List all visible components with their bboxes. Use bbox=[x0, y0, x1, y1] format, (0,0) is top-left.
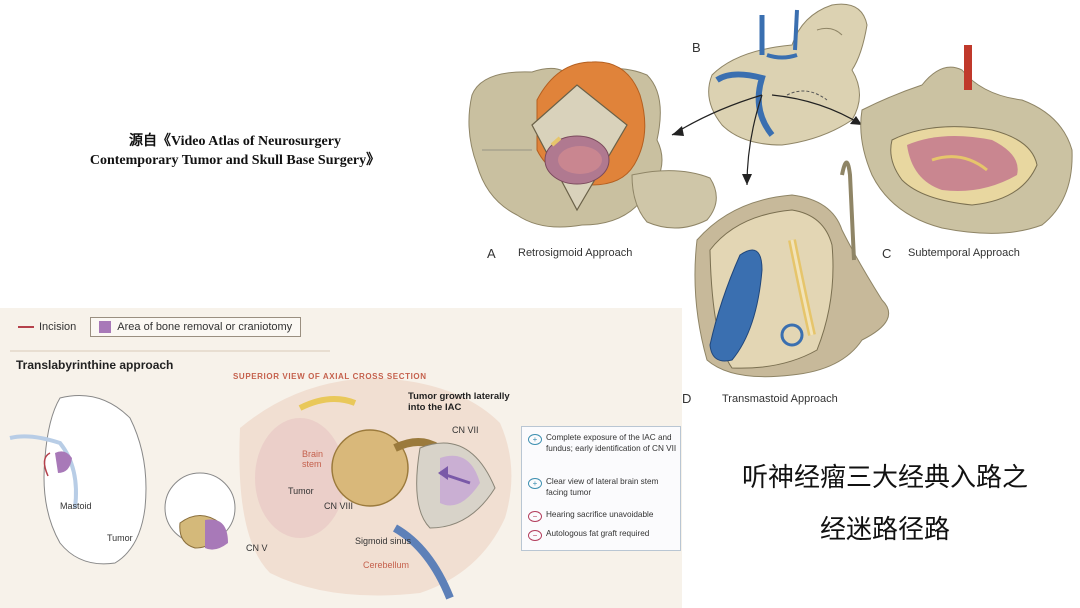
info-item: + Clear view of lateral brain stem facin… bbox=[528, 477, 678, 498]
panel-d-letter: D bbox=[682, 391, 692, 406]
source-citation: 源自《Video Atlas of Neurosurgery Contempor… bbox=[40, 132, 430, 170]
info-item: − Autologous fat graft required bbox=[528, 529, 678, 541]
approach-title: Translabyrinthine approach bbox=[16, 358, 174, 372]
info-item-text: Autologous fat graft required bbox=[546, 529, 650, 538]
label-cn-vii: CN VII bbox=[452, 425, 479, 435]
minus-icon: − bbox=[528, 530, 542, 541]
label-cn-viii: CN VIII bbox=[324, 501, 354, 511]
panel-d-label: Transmastoid Approach bbox=[722, 393, 838, 405]
info-item-text: Complete exposure of the IAC and fundus;… bbox=[546, 433, 677, 453]
approaches-illustration bbox=[468, 3, 1073, 378]
legend-bone-removal: Area of bone removal or craniotomy bbox=[90, 317, 302, 337]
label-cn-v: CN V bbox=[246, 543, 268, 553]
label-cerebellum: Cerebellum bbox=[363, 560, 410, 570]
heading-line-1: 听神经瘤三大经典入路之 bbox=[741, 463, 1028, 493]
panel-c-letter: C bbox=[882, 246, 892, 261]
surgical-approaches-figure: A Retrosigmoid Approach B C Subtemporal … bbox=[462, 0, 1080, 415]
info-item: − Hearing sacrifice unavoidable bbox=[528, 510, 678, 522]
heading-line-2: 经迷路径路 bbox=[819, 515, 950, 545]
panel-b-letter: B bbox=[692, 40, 701, 55]
source-line-2: Contemporary Tumor and Skull Base Surger… bbox=[89, 153, 381, 168]
minus-icon: − bbox=[528, 511, 542, 522]
info-item-text: Hearing sacrifice unavoidable bbox=[546, 510, 654, 519]
panel-c-illustration bbox=[860, 45, 1073, 234]
pros-cons-box: + Complete exposure of the IAC and fundu… bbox=[521, 426, 681, 551]
source-line-1: 源自《Video Atlas of Neurosurgery bbox=[129, 134, 341, 149]
legend-incision-label: Incision bbox=[39, 321, 77, 333]
translabyrinthine-illustration bbox=[9, 350, 512, 600]
legend-bone-removal-label: Area of bone removal or craniotomy bbox=[117, 321, 293, 333]
panel-a-illustration bbox=[468, 61, 717, 229]
info-item: + Complete exposure of the IAC and fundu… bbox=[528, 433, 678, 454]
label-tumor-growth: Tumor growth laterally into the IAC bbox=[408, 391, 510, 413]
panel-b-illustration bbox=[671, 3, 868, 186]
label-mastoid: Mastoid bbox=[60, 501, 92, 511]
section-subtitle: SUPERIOR VIEW OF AXIAL CROSS SECTION bbox=[233, 372, 427, 381]
translabyrinthine-figure: Incision Area of bone removal or craniot… bbox=[0, 308, 682, 608]
label-sigmoid-sinus: Sigmoid sinus bbox=[355, 536, 412, 546]
label-tumor-center: Tumor bbox=[288, 486, 314, 496]
panel-a-label: Retrosigmoid Approach bbox=[518, 247, 633, 259]
slide-heading: 听神经瘤三大经典入路之 经迷路径路 bbox=[700, 452, 1070, 556]
panel-c-label: Subtemporal Approach bbox=[908, 247, 1020, 259]
legend: Incision Area of bone removal or craniot… bbox=[18, 317, 302, 337]
label-brain-stem: Brain stem bbox=[302, 449, 324, 469]
incision-swatch bbox=[18, 326, 34, 328]
legend-incision: Incision bbox=[18, 321, 76, 333]
plus-icon: + bbox=[528, 478, 542, 489]
bone-removal-swatch bbox=[99, 321, 112, 333]
plus-icon: + bbox=[528, 434, 542, 445]
label-tumor-left: Tumor bbox=[107, 533, 133, 543]
panel-a-letter: A bbox=[487, 246, 496, 261]
info-item-text: Clear view of lateral brain stem facing … bbox=[546, 477, 659, 497]
panel-d-illustration bbox=[694, 160, 890, 378]
